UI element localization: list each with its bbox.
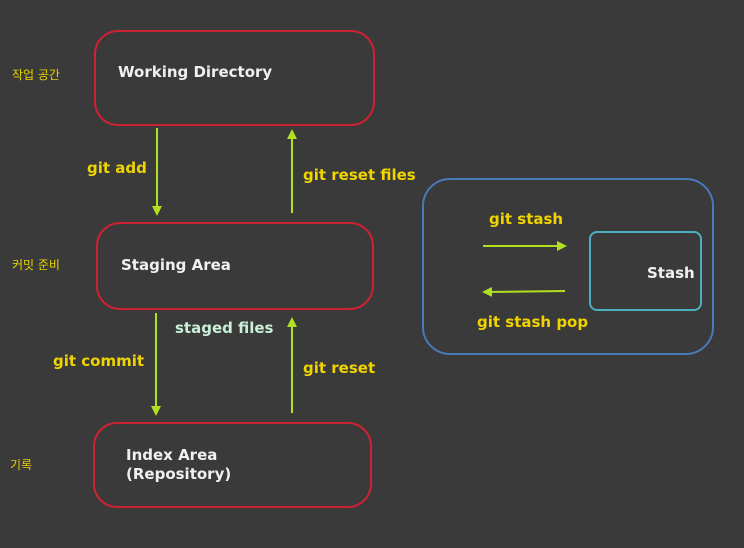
staged-files-label: staged files: [175, 319, 274, 337]
arrow-left-icon: [482, 286, 566, 297]
git-stash-label: git stash: [489, 210, 564, 228]
side-label-commit-prep: 커밋 준비: [12, 258, 60, 272]
index-area-label: Index Area (Repository): [126, 446, 232, 483]
side-label-workspace: 작업 공간: [12, 68, 60, 82]
stash-container: [422, 178, 714, 355]
working-directory-label: Working Directory: [118, 63, 273, 81]
git-commit-label: git commit: [53, 352, 145, 370]
side-label-record: 기록: [10, 458, 33, 472]
git-add-label: git add: [87, 159, 147, 177]
git-stash-pop-label: git stash pop: [477, 313, 589, 331]
staging-area-box: Staging Area: [96, 222, 374, 310]
stash-box: Stash: [589, 231, 702, 311]
staging-area-label: Staging Area: [121, 256, 231, 274]
index-area-box: Index Area (Repository): [93, 422, 372, 508]
git-reset-files-label: git reset files: [303, 166, 416, 184]
working-directory-box: Working Directory: [94, 30, 375, 126]
git-reset-label: git reset: [303, 359, 376, 377]
stash-label: Stash: [647, 264, 695, 282]
